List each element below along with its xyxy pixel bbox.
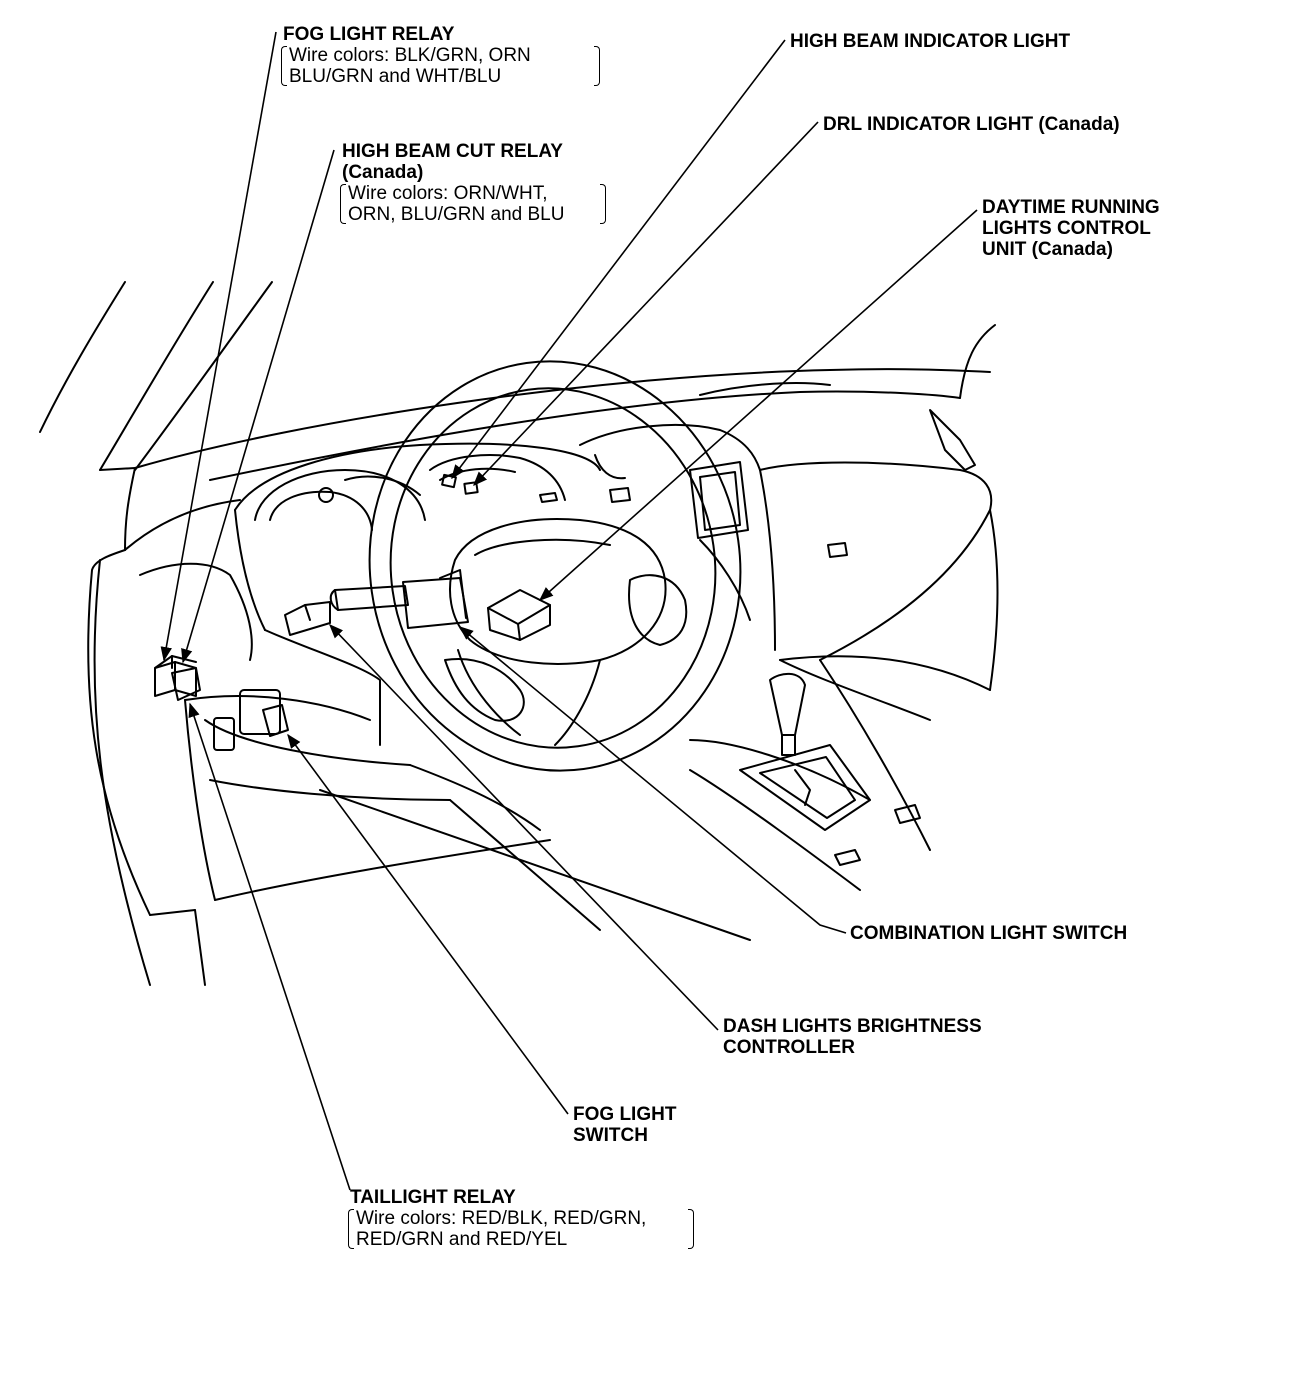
high-beam-cut-relay-title-line2: (Canada): [342, 162, 424, 183]
dash-brightness-label: DASH LIGHTS BRIGHTNESS CONTROLLER: [723, 1016, 982, 1058]
light-switch-stalk: [329, 585, 409, 611]
fog-light-relay-wires-line2: BLU/GRN and WHT/BLU: [289, 66, 502, 87]
switch-panel: [213, 689, 281, 751]
dash-brightness-line2: CONTROLLER: [723, 1037, 855, 1058]
high-beam-cut-relay-wires-line1: Wire colors: ORN/WHT,: [348, 183, 548, 204]
passenger-dash-outline: [759, 409, 999, 691]
indicator-lights: [441, 473, 479, 495]
drl-control-unit-line2: LIGHTS CONTROL: [982, 218, 1151, 239]
fog-light-switch-box: [262, 704, 289, 737]
high-beam-cut-relay-label: HIGH BEAM CUT RELAY (Canada) Wire colors…: [340, 141, 606, 225]
leader-drl-indicator: [473, 121, 819, 487]
taillight-relay-title: TAILLIGHT RELAY: [350, 1187, 516, 1208]
fog-light-switch-line2: SWITCH: [573, 1125, 648, 1146]
drl-indicator-label: DRL INDICATOR LIGHT (Canada): [823, 114, 1120, 135]
drl-control-unit-label: DAYTIME RUNNING LIGHTS CONTROL UNIT (Can…: [982, 197, 1160, 260]
leader-high-beam-indicator: [451, 39, 786, 480]
leader-fog-light-switch: [287, 733, 569, 1115]
high-beam-cut-relay-title-line1: HIGH BEAM CUT RELAY: [342, 141, 563, 162]
fog-light-relay-wires-line1: Wire colors: BLK/GRN, ORN: [289, 45, 531, 66]
a-pillar-outline: [39, 281, 273, 471]
leader-combination-switch: [458, 626, 847, 934]
fog-light-switch-label: FOG LIGHT SWITCH: [573, 1104, 676, 1146]
high-beam-cut-relay-wires-line2: ORN, BLU/GRN and BLU: [348, 204, 565, 225]
leader-fog-light-relay: [160, 31, 277, 662]
high-beam-cut-relay-wires: Wire colors: ORN/WHT, ORN, BLU/GRN and B…: [340, 183, 606, 225]
leader-drl-control-unit: [538, 209, 978, 601]
high-beam-cut-relay-box: [171, 667, 201, 701]
fog-light-relay-label: FOG LIGHT RELAY Wire colors: BLK/GRN, OR…: [281, 24, 600, 87]
dashboard-top-outline: [134, 324, 996, 481]
dash-brightness-controller-box: [284, 601, 331, 636]
taillight-relay-wires-line1: Wire colors: RED/BLK, RED/GRN,: [356, 1208, 647, 1229]
fog-light-switch-line1: FOG LIGHT: [573, 1104, 677, 1125]
drl-control-unit-line1: DAYTIME RUNNING: [982, 197, 1160, 218]
dash-brightness-line1: DASH LIGHTS BRIGHTNESS: [723, 1016, 982, 1037]
center-console-outline: [689, 659, 931, 891]
steering-wheel: [368, 360, 742, 772]
taillight-relay-wires: Wire colors: RED/BLK, RED/GRN, RED/GRN a…: [348, 1208, 694, 1250]
taillight-relay-label: TAILLIGHT RELAY Wire colors: RED/BLK, RE…: [348, 1187, 694, 1250]
center-stack-outline: [539, 382, 831, 651]
combination-switch-label: COMBINATION LIGHT SWITCH: [850, 923, 1128, 944]
drl-control-unit-line3: UNIT (Canada): [982, 239, 1113, 260]
leader-dash-brightness: [329, 623, 719, 1031]
leader-taillight-relay: [188, 702, 351, 1191]
fog-light-relay-wires: Wire colors: BLK/GRN, ORN BLU/GRN and WH…: [281, 45, 600, 87]
fog-light-relay-title: FOG LIGHT RELAY: [283, 24, 455, 45]
taillight-relay-wires-line2: RED/GRN and RED/YEL: [356, 1229, 568, 1250]
lower-dash-outline: [184, 629, 751, 941]
high-beam-indicator-label: HIGH BEAM INDICATOR LIGHT: [790, 31, 1071, 52]
drl-control-unit-box: [487, 589, 551, 641]
combination-switch-box: [402, 569, 469, 629]
leader-high-beam-cut-relay: [181, 149, 335, 664]
left-side-panel-outline: [87, 467, 253, 986]
